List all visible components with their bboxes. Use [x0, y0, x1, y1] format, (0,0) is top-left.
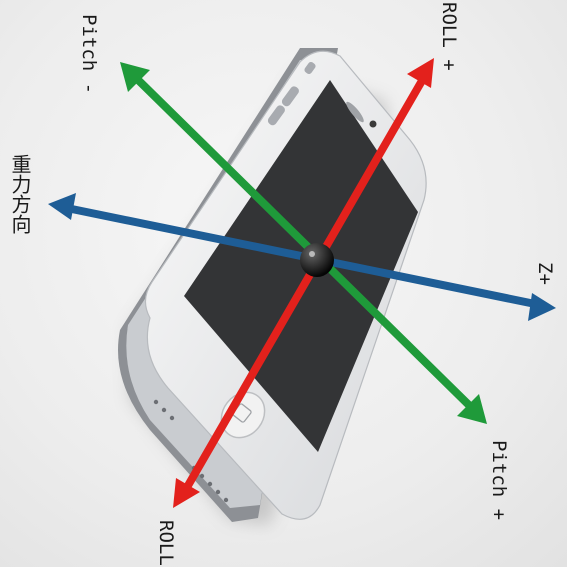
roll-plus-label: ROLL +: [438, 2, 460, 71]
pitch-minus-label: Pitch -: [78, 14, 100, 95]
volume-button-1: [281, 86, 299, 107]
roll-axis-arrow: [173, 58, 434, 508]
roll-minus-label: ROLL: [155, 520, 177, 566]
phone-illustration: [118, 48, 427, 525]
earpiece: [346, 101, 364, 123]
front-camera: [369, 120, 377, 128]
phone-screen: [184, 80, 418, 452]
mute-switch: [304, 61, 316, 75]
gravity-direction-label: 重力方向: [8, 154, 32, 234]
pivot-highlight: [309, 251, 315, 257]
volume-button-2: [267, 105, 285, 126]
pitch-plus-label: Pitch +: [488, 440, 510, 521]
z-plus-label: Z+: [534, 262, 556, 285]
pivot-point: [300, 243, 334, 277]
pitch-axis-arrow: [120, 62, 487, 424]
